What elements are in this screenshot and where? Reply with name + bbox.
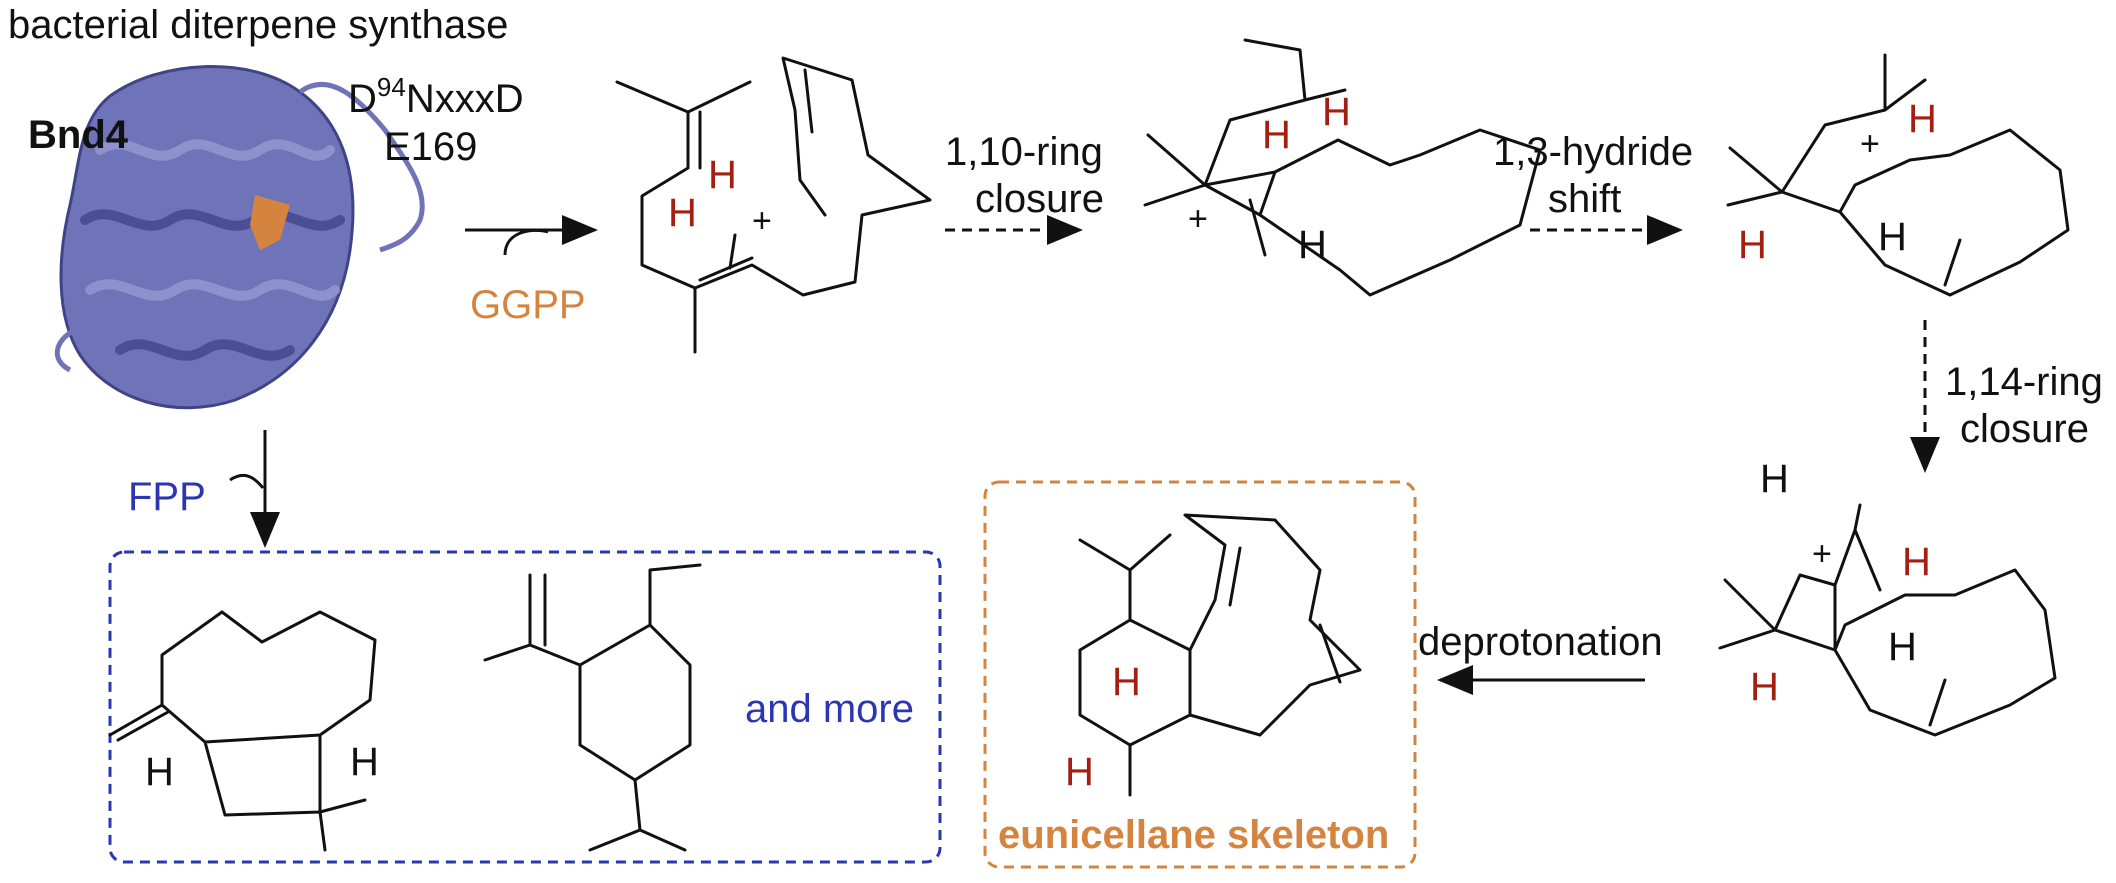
fpp-label: FPP <box>128 475 206 519</box>
motif-superscript: 94 <box>377 72 406 102</box>
h-label-2b: H <box>1322 90 1351 134</box>
h-label-3c: H <box>1878 215 1907 259</box>
h-label-upper: H <box>708 153 737 197</box>
intermediate-3-structure <box>1726 53 2070 297</box>
enzyme-motif: D94NxxxD <box>348 72 524 121</box>
h-label-4c: H <box>1750 665 1779 709</box>
eunicellane-box <box>983 480 1417 869</box>
enzyme-name: Bnd4 <box>28 113 129 157</box>
enzyme-residue: E169 <box>384 125 477 169</box>
cation-mark-3: + <box>1860 125 1880 163</box>
step-110-ring-line1: 1,10-ring <box>945 130 1103 174</box>
step-deprotonation: deprotonation <box>1418 620 1663 664</box>
h-label-2a: H <box>1262 113 1291 157</box>
h-label-fpp-b: H <box>350 740 379 784</box>
intermediate-4-structure <box>1718 503 2057 737</box>
h-label-2c: H <box>1298 223 1327 267</box>
eunicellane-label: eunicellane skeleton <box>998 813 1389 857</box>
step-hydride-line2: shift <box>1548 177 1621 221</box>
caryophyllene-structure <box>108 610 377 852</box>
protein-structure <box>54 65 425 410</box>
fpp-products-box <box>108 550 942 864</box>
h-label-eun-b: H <box>1065 750 1094 794</box>
step-110-ring-line2: closure <box>975 177 1104 221</box>
eunicellane-structure <box>1078 513 1362 797</box>
cation-mark: + <box>752 202 772 240</box>
cation-mark-2: + <box>1188 200 1208 238</box>
h-label-4a: H <box>1760 457 1789 501</box>
scheme-title: bacterial diterpene synthase <box>8 3 508 47</box>
h-label-4b: H <box>1902 540 1931 584</box>
fpp-more-note: and more <box>745 687 914 731</box>
h-label-3a: H <box>1908 97 1937 141</box>
ggpp-label: GGPP <box>470 283 586 327</box>
step-hydride-line1: 1,3-hydride <box>1493 130 1693 174</box>
ggpp-cation-structure <box>615 56 932 354</box>
h-label-eun-a: H <box>1112 660 1141 704</box>
step-114-ring-line1: 1,14-ring <box>1945 360 2103 404</box>
h-label-lower: H <box>668 191 697 235</box>
h-label-4d: H <box>1888 625 1917 669</box>
elemene-structure <box>483 563 702 852</box>
h-label-3b: H <box>1738 223 1767 267</box>
step-114-ring-line2: closure <box>1960 407 2089 451</box>
cation-mark-4: + <box>1812 535 1832 573</box>
h-label-fpp-a: H <box>145 750 174 794</box>
intermediate-2-structure <box>1143 38 1542 297</box>
